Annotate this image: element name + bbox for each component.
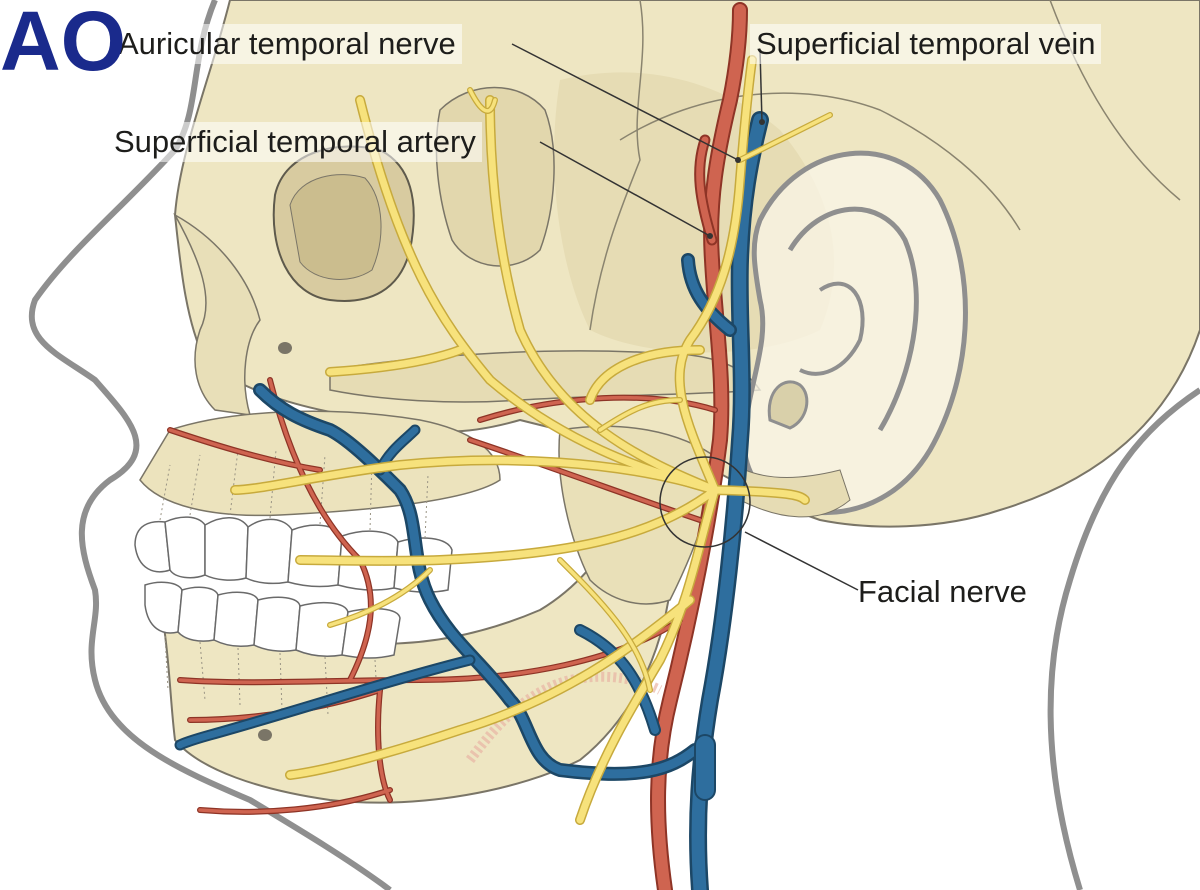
ear-inner-helix xyxy=(787,206,919,432)
coronal-suture xyxy=(589,0,644,331)
lower-teeth xyxy=(144,581,401,659)
squamosal-suture xyxy=(619,92,1021,231)
label-facial-nerve: Facial nerve xyxy=(858,574,1027,609)
leader-auricular xyxy=(511,43,739,161)
label-auricular-temporal-nerve: Auricular temporal nerve xyxy=(112,24,462,64)
leader-facial xyxy=(744,531,859,591)
ear-concha xyxy=(799,281,865,376)
leader-dots xyxy=(707,119,765,239)
orbit-inner xyxy=(289,174,382,280)
label-superficial-temporal-artery: Superficial temporal artery xyxy=(108,122,482,162)
ear-canal xyxy=(767,380,809,430)
upper-teeth xyxy=(134,516,453,593)
leader-lines xyxy=(511,43,859,591)
vein-network xyxy=(174,111,769,890)
infraorbital-foramen xyxy=(278,342,292,354)
label-superficial-temporal-vein: Superficial temporal vein xyxy=(750,24,1102,64)
head-outline xyxy=(28,0,392,890)
facial-nerve-circle xyxy=(659,456,751,548)
leader-artery xyxy=(539,141,711,237)
mental-foramen xyxy=(258,729,272,741)
ao-logo: AO xyxy=(0,0,126,80)
ao-logo-text: AO xyxy=(0,0,126,80)
nerve-network xyxy=(230,55,833,825)
neck-back-outline xyxy=(1047,387,1200,890)
